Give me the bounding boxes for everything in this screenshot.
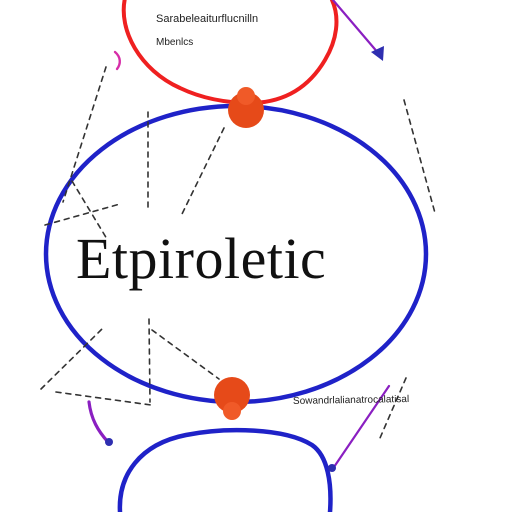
main-label: Etpiroletic — [76, 226, 327, 291]
dashed-line-lower-vertical — [148, 318, 151, 403]
bottom-connector-node-inner — [223, 402, 241, 420]
left-accent-end — [105, 438, 113, 446]
dashed-line-bottom-left — [55, 391, 152, 406]
bottom-scribble: Sowandrlalianatrocalatisal — [292, 393, 410, 407]
dashed-line-lower-center — [151, 329, 220, 380]
left-accent-stroke — [87, 400, 110, 444]
top-scribble-line-1: Sarabeleaiturflucnilln — [156, 13, 259, 25]
dashed-line-left-top — [62, 66, 107, 203]
connector-nodes — [214, 87, 264, 420]
top-left-accent — [113, 50, 121, 71]
top-scribble-line-2: Mbenlcs — [156, 37, 194, 48]
dashed-line-left-cross-1 — [44, 203, 121, 226]
dashed-line-diagonal-top — [181, 127, 225, 215]
dashed-guides — [40, 66, 436, 439]
blue-lower-ring — [117, 427, 333, 512]
dashed-line-right-lower — [379, 377, 407, 439]
top-connector-node — [228, 92, 264, 128]
bottom-right-arrow-shaft — [332, 384, 391, 469]
dashed-line-right-top — [403, 99, 436, 214]
top-right-arrowhead — [371, 46, 384, 61]
dashed-line-left-cross-2 — [71, 180, 108, 240]
purple-arrows — [87, 0, 391, 472]
top-right-arrow-shaft — [331, 0, 381, 56]
blue-circle-lower — [117, 427, 333, 512]
bottom-right-arrow-end — [328, 464, 336, 472]
bottom-connector-node — [214, 377, 250, 413]
dashed-line-left-lower — [40, 326, 105, 390]
top-connector-node-inner — [237, 87, 255, 105]
